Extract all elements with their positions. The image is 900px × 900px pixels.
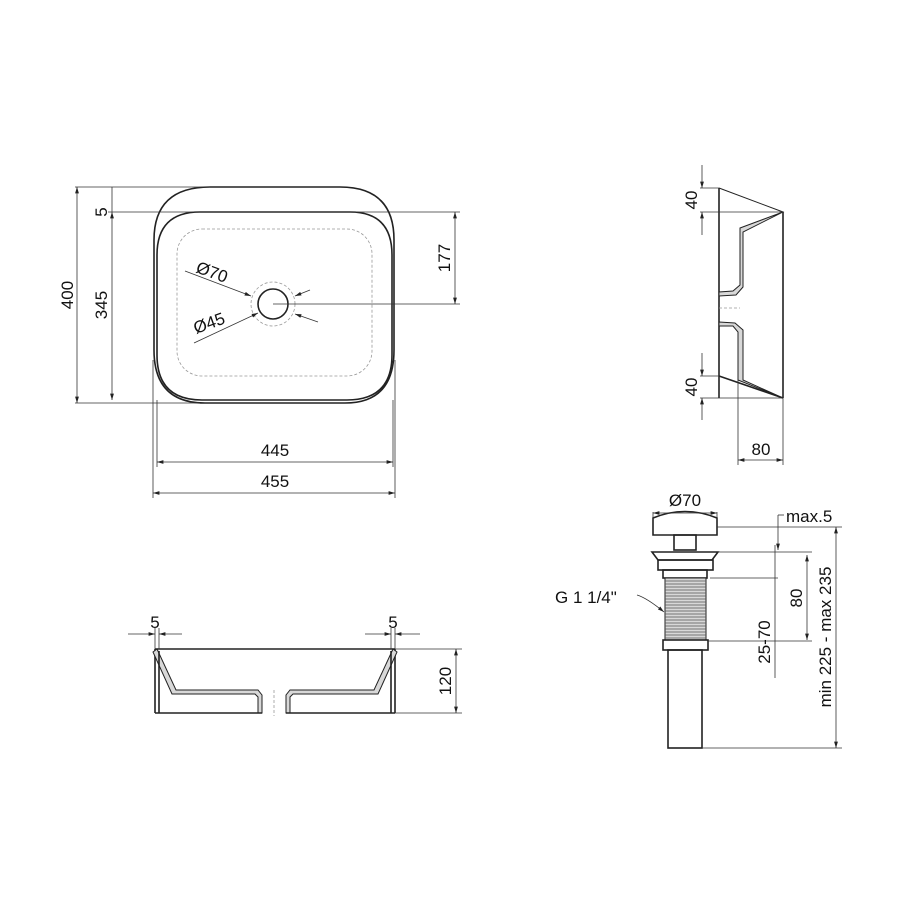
dim-label-80: 80 (752, 440, 771, 459)
dim-label-25-70: 25-70 (755, 620, 774, 663)
dim-label-40-top: 40 (682, 191, 701, 210)
dim-label-5-left: 5 (150, 613, 159, 632)
front-view: 5 5 120 (128, 613, 462, 716)
drain-stem (673, 534, 697, 551)
leader-thread (636, 594, 665, 613)
basin-outer-outline (153, 186, 395, 404)
drain-nut (662, 639, 709, 651)
dim-label-445: 445 (261, 441, 289, 460)
dim-label-80-drain: 80 (787, 589, 806, 608)
dim-label-5-right: 5 (388, 613, 397, 632)
dim-label-40-bottom: 40 (682, 378, 701, 397)
leader-d45 (193, 312, 259, 344)
basin-bowl-outline (176, 228, 373, 377)
dim-label-thread: G 1 1/4" (555, 588, 617, 607)
front-right-wall (285, 648, 398, 714)
drain-view: Ø70 max.5 80 25-70 min 225 - max 235 G 1… (555, 491, 842, 749)
top-view: 400 345 5 177 445 455 Ø70 Ø45 (58, 186, 460, 498)
basin-inner-rim (156, 211, 393, 401)
dim-label-455: 455 (261, 472, 289, 491)
dim-label-177: 177 (435, 244, 454, 272)
side-view: 40 40 80 (682, 165, 785, 465)
dim-label-5: 5 (92, 207, 111, 216)
thread-lines (665, 580, 706, 639)
dim-label-345: 345 (92, 291, 111, 319)
dim-label-120: 120 (436, 667, 455, 695)
dim-label-d70: Ø70 (194, 258, 231, 287)
drain-cap (652, 510, 718, 536)
dim-label-400: 400 (58, 281, 77, 309)
drain-thread (664, 577, 707, 641)
side-upper-wall (718, 187, 785, 297)
leader-d70 (184, 270, 252, 297)
drain-flange (650, 551, 720, 561)
dim-label-d45: Ø45 (191, 309, 228, 338)
side-lower-wall (718, 321, 784, 399)
dim-label-total-length: min 225 - max 235 (816, 567, 835, 708)
dim-label-cap: Ø70 (669, 491, 701, 510)
dim-label-max5: max.5 (786, 507, 832, 526)
front-left-wall (152, 648, 263, 714)
drain-pipe (667, 649, 703, 749)
